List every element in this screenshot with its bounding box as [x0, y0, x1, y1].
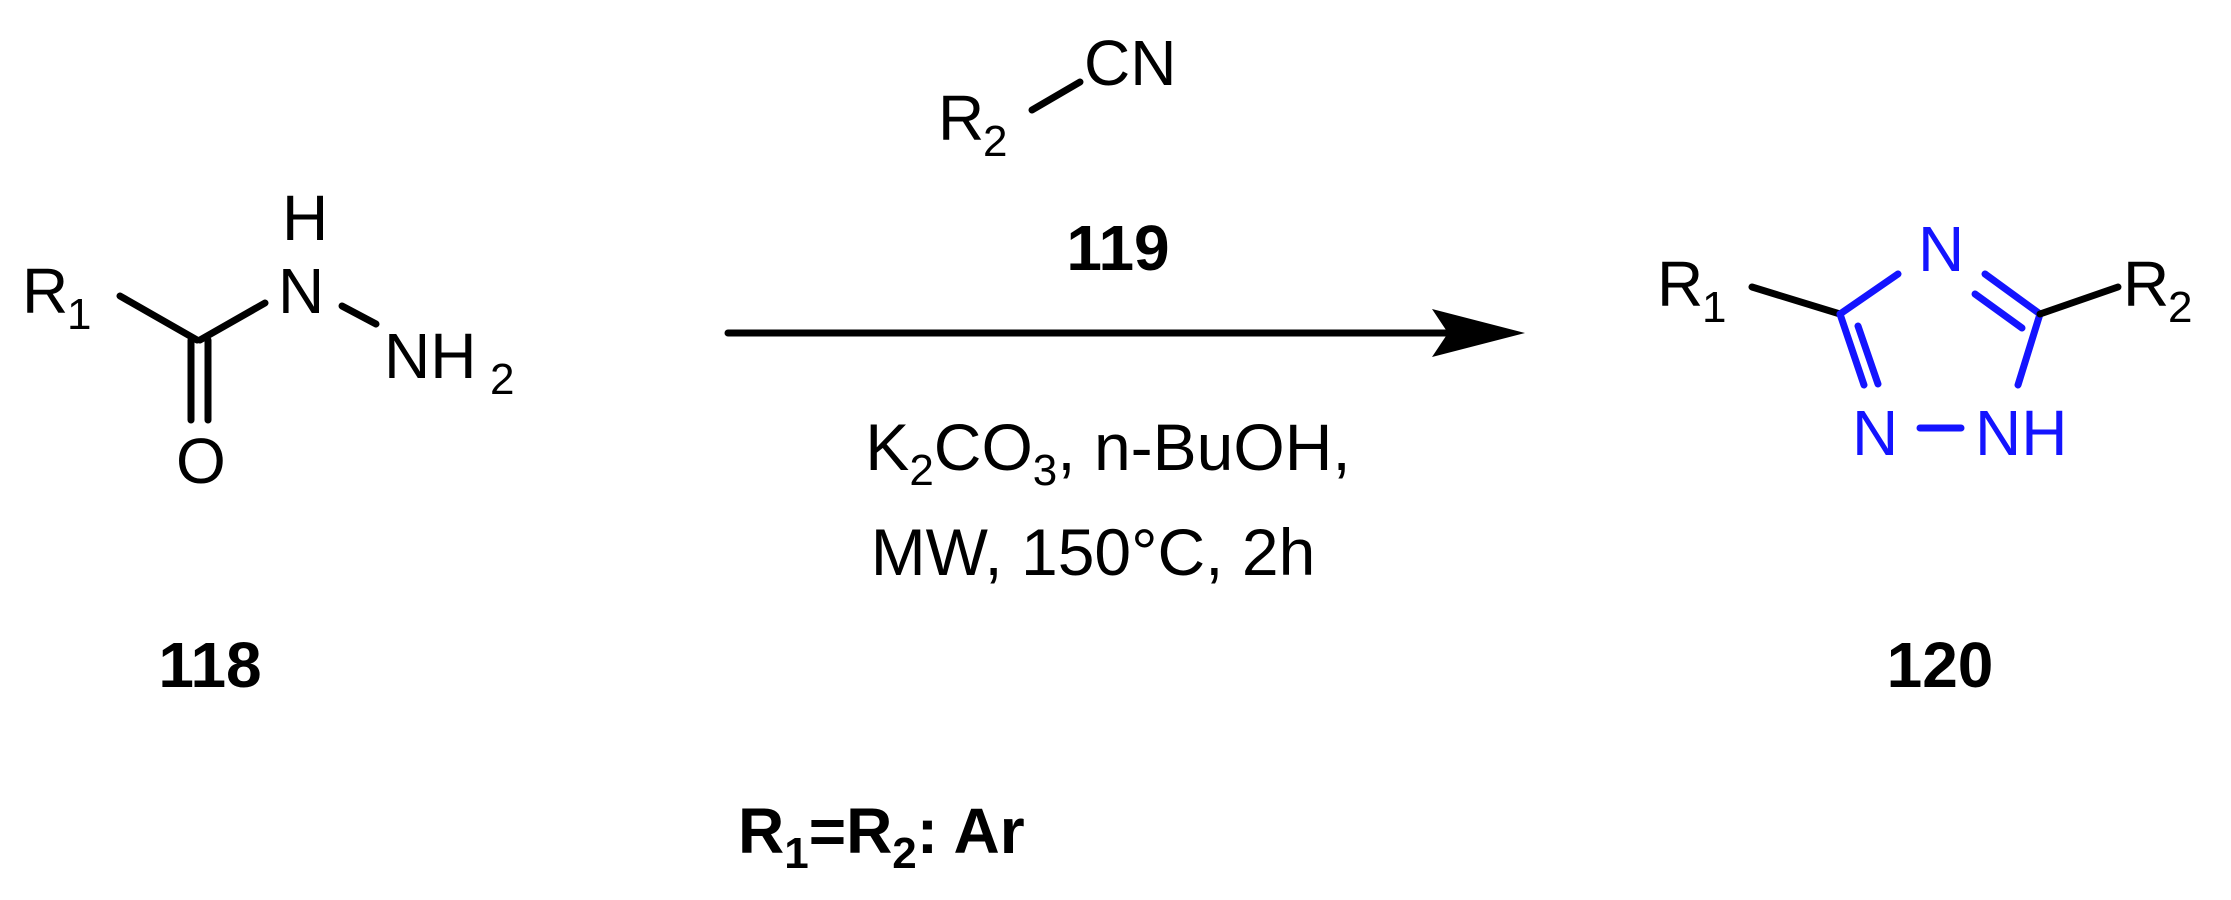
compound-119-label: 119	[1066, 212, 1169, 284]
r2-nitrile-bond	[1028, 78, 1084, 114]
r1-carbonyl-bond	[116, 292, 201, 344]
carbonyl-nitrogen-bond	[196, 299, 269, 344]
r2-label: R	[938, 82, 984, 154]
reaction-arrow	[724, 309, 1525, 357]
ring-nh-label: NH	[1975, 397, 2067, 469]
conditions-line-2: MW, 150°C, 2h	[871, 515, 1316, 589]
hydrazide-hydrogen-label: H	[282, 182, 328, 254]
substituent-note: R1=R2: Ar	[738, 795, 1025, 878]
reactant-118-structure: R 1 O N H NH 2 118	[22, 182, 514, 701]
r1-label: R	[22, 255, 68, 327]
amine-subscript: 2	[490, 355, 514, 404]
ring-c3-n4-bond	[1836, 270, 1902, 318]
oxygen-label: O	[176, 425, 226, 497]
compound-120-label: 120	[1887, 629, 1994, 701]
product-r1-label: R	[1657, 248, 1703, 320]
conditions-line-1: K2CO3, n-BuOH,	[865, 410, 1350, 495]
compound-118-label: 118	[158, 629, 261, 701]
nitrile-cn-label: CN	[1084, 27, 1176, 99]
r1-subscript: 1	[67, 290, 91, 339]
reaction-conditions: K2CO3, n-BuOH, MW, 150°C, 2h	[865, 410, 1350, 589]
product-r1-subscript: 1	[1702, 283, 1726, 332]
ring-n2-label: N	[1852, 397, 1898, 469]
product-120-structure: R 1 N N NH R 2 120	[1657, 213, 2192, 701]
reagent-119-structure: R 2 CN 119	[938, 27, 1176, 284]
ring-c5-n1-bond	[2014, 310, 2044, 389]
r2-subscript: 2	[983, 117, 1007, 166]
ring-c3-n2-inner-bond	[1854, 322, 1882, 388]
ring-n4-c5-inner-bond	[1971, 290, 2026, 332]
r2-ring-bond	[2036, 283, 2122, 318]
ring-c3-n2-bond	[1836, 310, 1868, 389]
amine-nh-label: NH	[384, 320, 476, 392]
ring-n4-label: N	[1918, 213, 1964, 285]
product-r2-subscript: 2	[2168, 283, 2192, 332]
arrow-head	[1432, 309, 1525, 357]
hydrazide-nitrogen-label: N	[278, 255, 324, 327]
r1-ring-bond	[1748, 283, 1844, 318]
nitrogen-nitrogen-bond	[338, 302, 380, 328]
product-r2-label: R	[2123, 248, 2169, 320]
ring-n4-c5-bond	[1981, 270, 2044, 318]
